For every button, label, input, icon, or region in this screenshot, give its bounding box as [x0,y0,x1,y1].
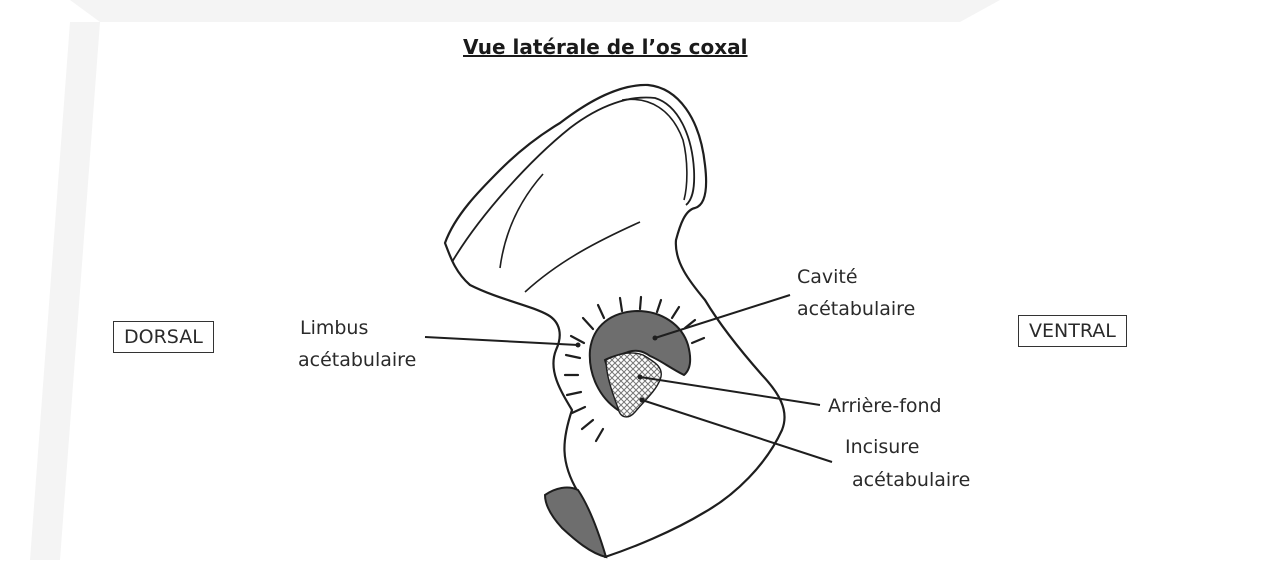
label-incisure-line1: Incisure [845,436,920,458]
label-cavite-line2: acétabulaire [797,298,916,320]
orientation-dorsal: DORSAL [113,321,214,353]
gluteal-line-posterior [499,173,544,269]
label-arriere-fond: Arrière-fond [828,395,942,417]
limbus-leader [424,336,579,346]
incisure-leader [641,399,833,463]
label-limbus-line1: Limbus [300,317,369,339]
arrow-heads [575,335,658,403]
diagram-title: Vue latérale de l’os coxal [463,35,748,59]
leader-lines [424,294,833,463]
label-cavite-line1: Cavité [797,266,858,288]
label-incisure-line2: acétabulaire [852,469,971,491]
label-limbus-line2: acétabulaire [298,349,417,371]
arriere-fond-leader [639,376,821,406]
background-watermark [30,0,1000,560]
iliac-crest-ridge [621,98,688,201]
ischio-pubic-shaded-region [543,486,608,559]
orientation-ventral: VENTRAL [1018,315,1127,347]
iliac-crest-inner-line [451,96,696,263]
gluteal-line-anterior [524,221,641,293]
limbus-ticks [563,295,706,443]
cavite-leader [654,294,791,339]
acetabular-fossa [605,352,662,418]
